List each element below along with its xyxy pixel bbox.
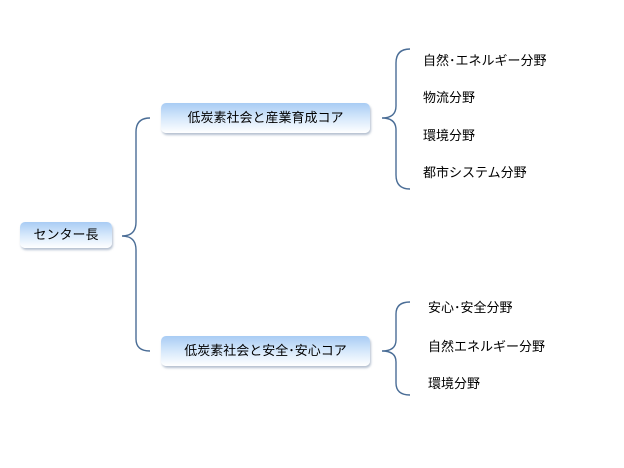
core1-bracket xyxy=(381,48,411,190)
core1-item: 環境分野 xyxy=(423,129,476,144)
core2-node: 低炭素社会と安全･安心コア xyxy=(161,336,370,366)
core1-node: 低炭素社会と産業育成コア xyxy=(161,103,370,133)
core2-item: 安心･安全分野 xyxy=(428,301,513,316)
core2-item: 環境分野 xyxy=(428,377,481,392)
core1-label: 低炭素社会と産業育成コア xyxy=(187,110,344,126)
core1-item: 自然･エネルギー分野 xyxy=(423,54,547,69)
center-director-node: センター長 xyxy=(20,222,112,248)
core1-item: 物流分野 xyxy=(423,91,476,106)
core2-bracket xyxy=(381,301,411,396)
core2-item: 自然エネルギー分野 xyxy=(428,340,546,355)
root-bracket xyxy=(121,117,151,352)
center-director-label: センター長 xyxy=(33,227,99,243)
core1-item: 都市システム分野 xyxy=(423,166,527,181)
core2-label: 低炭素社会と安全･安心コア xyxy=(184,343,347,359)
